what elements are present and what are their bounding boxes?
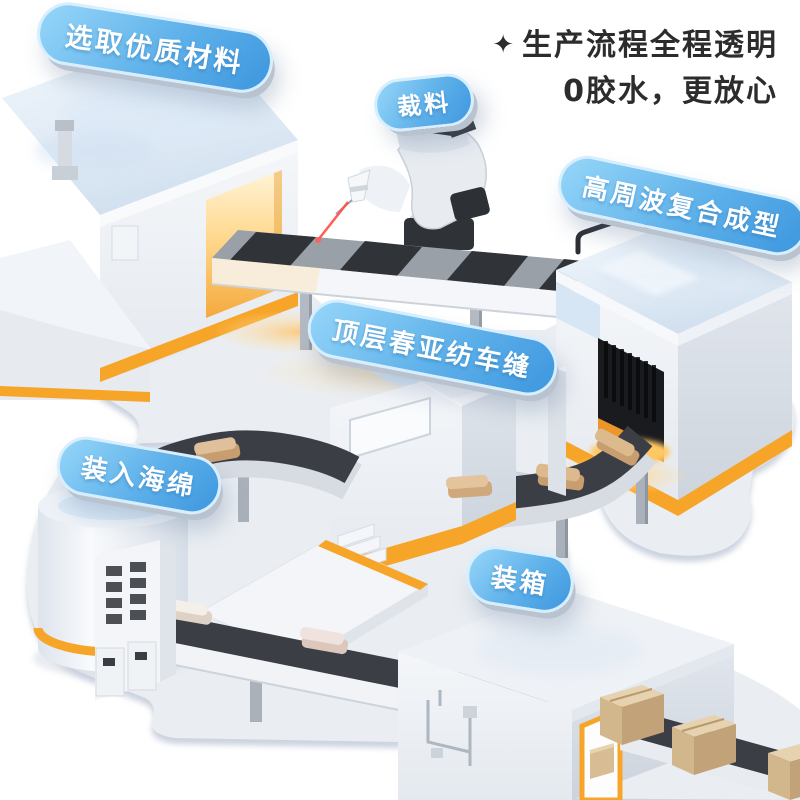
foam-piece [168, 599, 213, 625]
canopy-pillar [548, 366, 566, 496]
foam-piece [594, 428, 640, 466]
cutting-robot-arm [335, 98, 490, 250]
foam-piece [445, 474, 493, 499]
cardboard-box [768, 743, 800, 800]
accent-stripe [0, 386, 150, 402]
belt-front-rail [212, 258, 568, 318]
headline: ✦生产流程全程透明 0胶水，更放心 [492, 26, 778, 111]
station-window [349, 396, 431, 460]
cabinet-drawer [127, 641, 157, 691]
cardboard-box [600, 685, 664, 745]
sparkle-icon: ✦ [492, 30, 516, 60]
cabinet-drawer [95, 647, 125, 697]
accent-stripe [678, 430, 792, 516]
roof-pipe-icon [52, 120, 78, 180]
tank-control-cabinet [95, 540, 176, 700]
wall-control-box [111, 225, 139, 261]
accent-stripe [318, 540, 428, 590]
top-conveyor [211, 201, 592, 365]
wall-pipes [426, 690, 472, 766]
headline-line1-text: 生产流程全程透明 [522, 28, 778, 63]
cardboard-box [672, 715, 736, 775]
foam-piece [300, 627, 349, 655]
laser-beam [317, 201, 349, 241]
headline-line2: 0胶水，更放心 [563, 74, 778, 109]
exit-conveyor [600, 685, 800, 800]
headline-line1: ✦生产流程全程透明 [492, 26, 778, 65]
box-in-doorway [590, 745, 614, 779]
accent-stripe [462, 502, 516, 544]
